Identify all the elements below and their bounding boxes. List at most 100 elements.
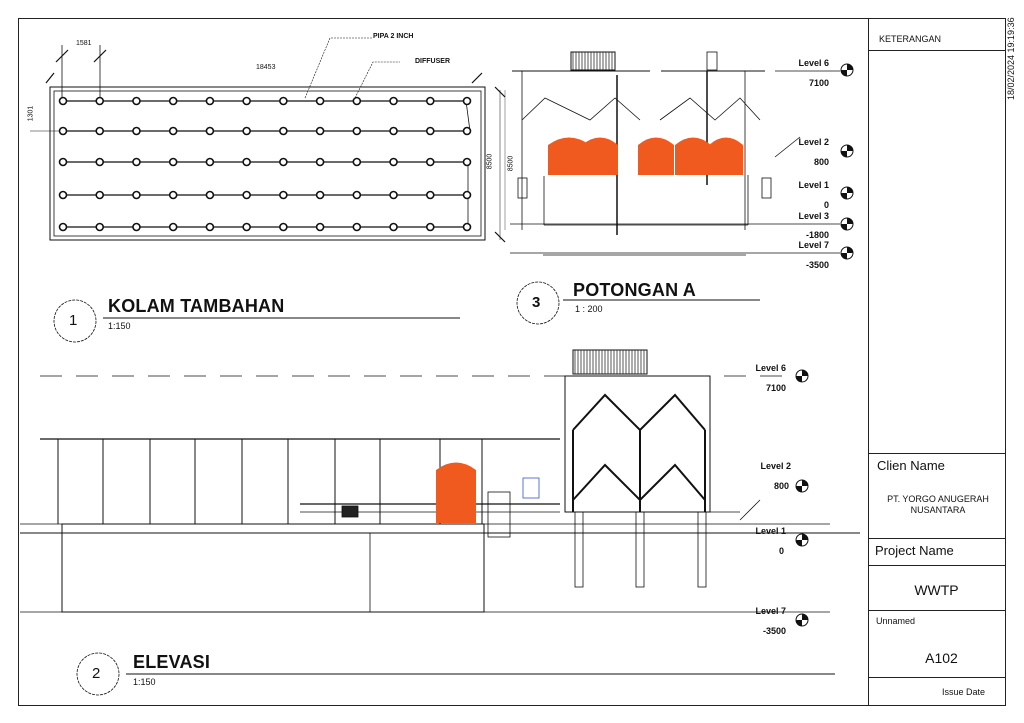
diffuser — [389, 157, 398, 167]
tank — [675, 137, 711, 175]
diffuser — [279, 190, 288, 200]
diffuser — [352, 157, 362, 167]
sec-level-2-value: 800 — [813, 157, 829, 167]
diffuser — [95, 157, 105, 167]
level-marker-fill — [796, 614, 808, 626]
view-markers — [53, 281, 835, 696]
elev-level-6-name: Level 6 — [755, 363, 786, 373]
diffuser — [279, 222, 288, 232]
section-tanks — [548, 137, 743, 175]
notes-header: KETERANGAN — [879, 34, 942, 44]
diffuser — [58, 222, 68, 232]
level-marker-fill — [796, 534, 808, 546]
diffuser — [132, 96, 141, 106]
level-marker-fill — [841, 187, 853, 199]
sec-level-6-value: 7100 — [808, 78, 829, 88]
sec-level-1-value: 0 — [823, 200, 829, 210]
elev-level-2-name: Level 2 — [760, 461, 791, 471]
diffuser — [242, 190, 251, 200]
tank — [709, 137, 743, 175]
diffuser — [242, 222, 251, 232]
tank — [582, 137, 618, 175]
level-marker-fill — [841, 64, 853, 76]
diffuser — [462, 126, 472, 136]
sec-level-3-name: Level 3 — [798, 211, 829, 221]
diffuser — [58, 126, 68, 136]
elev-level-1-value: 0 — [778, 546, 784, 556]
diffuser — [462, 222, 472, 232]
view-number-3: 3 — [532, 294, 541, 311]
diffuser — [168, 190, 178, 200]
project-name: WWTP — [914, 582, 959, 598]
diffuser — [462, 190, 472, 200]
elev-level-7-value: -3500 — [762, 626, 786, 636]
diffuser — [425, 96, 435, 106]
view-number-2: 2 — [92, 665, 101, 682]
print-timestamp: 18/02/2024 19:19:36 — [1006, 17, 1016, 100]
diffuser — [389, 190, 398, 200]
diffuser — [425, 190, 435, 200]
view-scale-2: 1:150 — [133, 677, 156, 687]
label-diffuser: DIFFUSER — [415, 58, 450, 65]
diffuser — [58, 96, 68, 106]
tank — [548, 137, 590, 175]
dim-width: 8500 — [507, 155, 515, 172]
view-scale-3: 1 : 200 — [575, 304, 603, 314]
view-scale-1: 1:150 — [108, 321, 131, 331]
diffuser — [352, 222, 362, 232]
diffuser — [425, 157, 435, 167]
sec-level-7-value: -3500 — [805, 260, 829, 270]
elev-level-1-name: Level 1 — [755, 526, 786, 536]
diffuser — [132, 190, 141, 200]
diffuser — [279, 126, 288, 136]
diffuser — [352, 126, 362, 136]
level-marker-fill — [841, 218, 853, 230]
sec-level-1-name: Level 1 — [798, 180, 829, 190]
diffuser — [205, 157, 215, 167]
level-marker-fill — [841, 247, 853, 259]
dim-length: 18453 — [256, 64, 276, 71]
sheet-border — [18, 18, 1006, 706]
diffuser — [425, 126, 435, 136]
plan-kolam-tambahan — [30, 37, 506, 243]
diffuser — [168, 126, 178, 136]
diffuser — [462, 157, 472, 167]
view-title-1[interactable]: KOLAM TAMBAHAN — [108, 296, 285, 316]
section-dim: 8500 — [486, 153, 494, 170]
diffuser — [315, 190, 325, 200]
elev-level-6-value: 7100 — [765, 383, 786, 393]
diffuser — [315, 157, 325, 167]
diffuser — [205, 126, 215, 136]
project-label: Project Name — [875, 543, 954, 558]
diffuser — [132, 157, 141, 167]
issue-date-label: Issue Date — [942, 687, 986, 697]
diffuser — [242, 96, 251, 106]
dim-side: 1301 — [27, 105, 35, 122]
diffuser — [389, 126, 398, 136]
sheet-name: Unnamed — [876, 616, 916, 626]
diffuser — [242, 157, 251, 167]
sec-level-2-name: Level 2 — [798, 137, 829, 147]
level-marker-fill — [841, 145, 853, 157]
sheet-number: A102 — [925, 650, 958, 666]
diffuser — [132, 222, 141, 232]
view-title-3[interactable]: POTONGAN A — [573, 280, 697, 300]
diffuser — [279, 96, 288, 106]
level-marker-fill — [796, 370, 808, 382]
diffuser — [205, 222, 215, 232]
diffuser — [425, 222, 435, 232]
client-label: Clien Name — [877, 458, 945, 473]
diffuser — [352, 190, 362, 200]
diffuser — [168, 96, 178, 106]
diffuser — [58, 190, 68, 200]
dim-spacing: 1581 — [76, 40, 92, 47]
diffuser — [168, 222, 178, 232]
diffuser — [315, 96, 325, 106]
view-number-1: 1 — [69, 312, 78, 329]
sec-level-7-name: Level 7 — [798, 240, 829, 250]
elevation-view — [20, 349, 860, 613]
sec-level-3-value: -1800 — [805, 230, 829, 240]
view-title-2[interactable]: ELEVASI — [133, 652, 211, 672]
label-pipe: PIPA 2 INCH — [373, 33, 414, 40]
